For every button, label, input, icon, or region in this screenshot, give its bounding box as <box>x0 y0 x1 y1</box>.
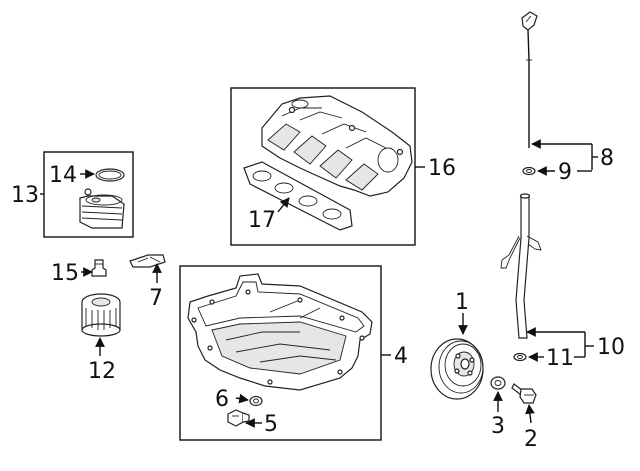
pulley-bolt <box>511 383 537 404</box>
group-box-oil-pan <box>179 265 382 441</box>
callout-11: 11 <box>546 346 574 371</box>
o-ring <box>95 168 125 182</box>
tube-seal <box>513 352 527 362</box>
drain-plug-gasket <box>249 395 263 407</box>
dipstick <box>521 11 538 148</box>
callout-15: 15 <box>51 261 79 286</box>
callout-6: 6 <box>215 387 229 412</box>
washer <box>490 376 506 390</box>
bracket <box>129 254 166 268</box>
oil-cooler <box>79 188 125 229</box>
callout-17: 17 <box>248 208 276 233</box>
dipstick-tube <box>500 193 542 339</box>
callout-8: 8 <box>600 146 614 171</box>
callout-3: 3 <box>491 414 505 439</box>
callout-16: 16 <box>428 156 456 181</box>
callout-2: 2 <box>524 427 538 452</box>
callout-1: 1 <box>455 290 469 315</box>
callout-9: 9 <box>558 160 572 185</box>
leader-lines <box>40 139 598 428</box>
manifold-gasket <box>243 161 353 231</box>
crankshaft-pulley <box>430 338 484 400</box>
oil-filter <box>81 293 121 337</box>
callout-12: 12 <box>88 359 116 384</box>
callout-14: 14 <box>49 163 77 188</box>
callout-10: 10 <box>597 335 625 360</box>
intake-manifold <box>261 95 413 197</box>
dipstick-seal <box>522 166 536 176</box>
callout-5: 5 <box>264 412 278 437</box>
drain-plug <box>227 409 250 427</box>
oil-pressure-sensor <box>91 259 107 277</box>
callout-7: 7 <box>149 286 163 311</box>
oil-pan <box>187 273 373 391</box>
callout-13: 13 <box>11 183 39 208</box>
callout-4: 4 <box>394 344 408 369</box>
